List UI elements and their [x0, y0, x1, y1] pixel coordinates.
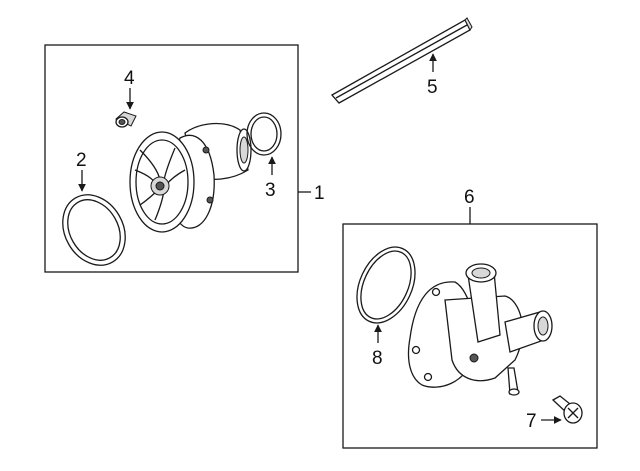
callout-5: 5	[427, 77, 438, 98]
callout-8: 8	[372, 348, 383, 369]
belt-5	[330, 17, 473, 104]
o-ring-8	[356, 246, 416, 324]
callout-4: 4	[124, 68, 135, 89]
bushing-4	[115, 111, 137, 128]
callout-3: 3	[265, 180, 276, 201]
gasket-ring-2	[62, 194, 126, 266]
callout-1: 1	[314, 183, 325, 204]
water-pump-impeller	[129, 122, 252, 233]
thermostat-housing	[407, 263, 553, 396]
bolt-7	[551, 395, 583, 424]
callout-7: 7	[526, 411, 537, 432]
o-ring-3	[246, 112, 282, 156]
callout-2: 2	[76, 150, 87, 171]
pump-assembly-box	[44, 44, 299, 273]
callout-6: 6	[464, 187, 475, 208]
